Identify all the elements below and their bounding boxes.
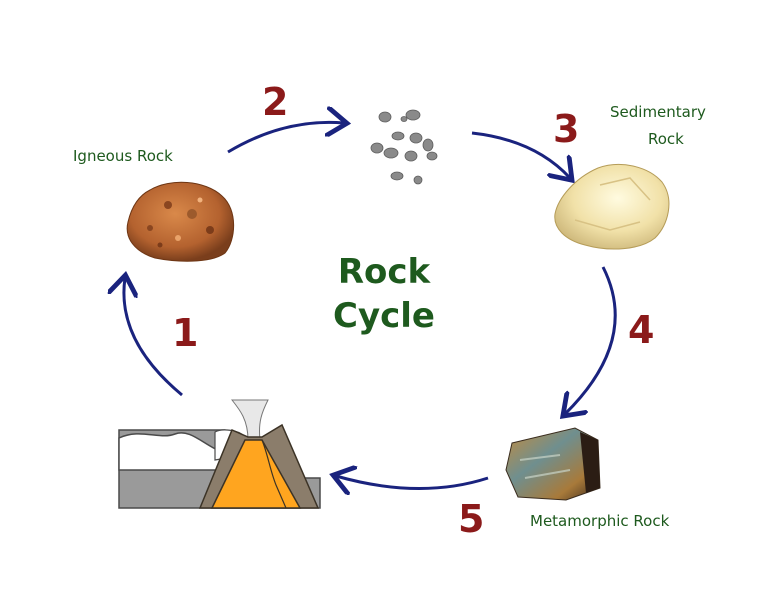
title-line-1: Rock (337, 252, 431, 292)
arrow-5 (336, 476, 489, 489)
metamorphic-rock-image (505, 427, 601, 501)
arrow-2 (227, 122, 344, 154)
diagram-title: Rock Cycle (304, 250, 464, 338)
metamorphic-rock-label: Metamorphic Rock (530, 512, 670, 530)
sedimentary-label-line1: Sedimentary (610, 103, 706, 121)
igneous-rock-image (126, 181, 235, 262)
step-number-4: 4 (628, 308, 655, 352)
step-number-3: 3 (553, 107, 580, 151)
sedimentary-label-line2: Rock (648, 130, 684, 148)
arrow-1 (124, 278, 183, 397)
sedimentary-rock-image (554, 164, 670, 250)
step-number-1: 1 (172, 311, 199, 355)
arrow-3 (471, 131, 570, 178)
arrow-4 (565, 266, 617, 414)
igneous-rock-label: Igneous Rock (73, 147, 173, 165)
sediment-pebbles-image (370, 109, 438, 185)
step-number-5: 5 (458, 497, 485, 541)
volcano-image (118, 399, 321, 509)
title-line-2: Cycle (333, 296, 435, 337)
step-number-2: 2 (262, 80, 289, 124)
